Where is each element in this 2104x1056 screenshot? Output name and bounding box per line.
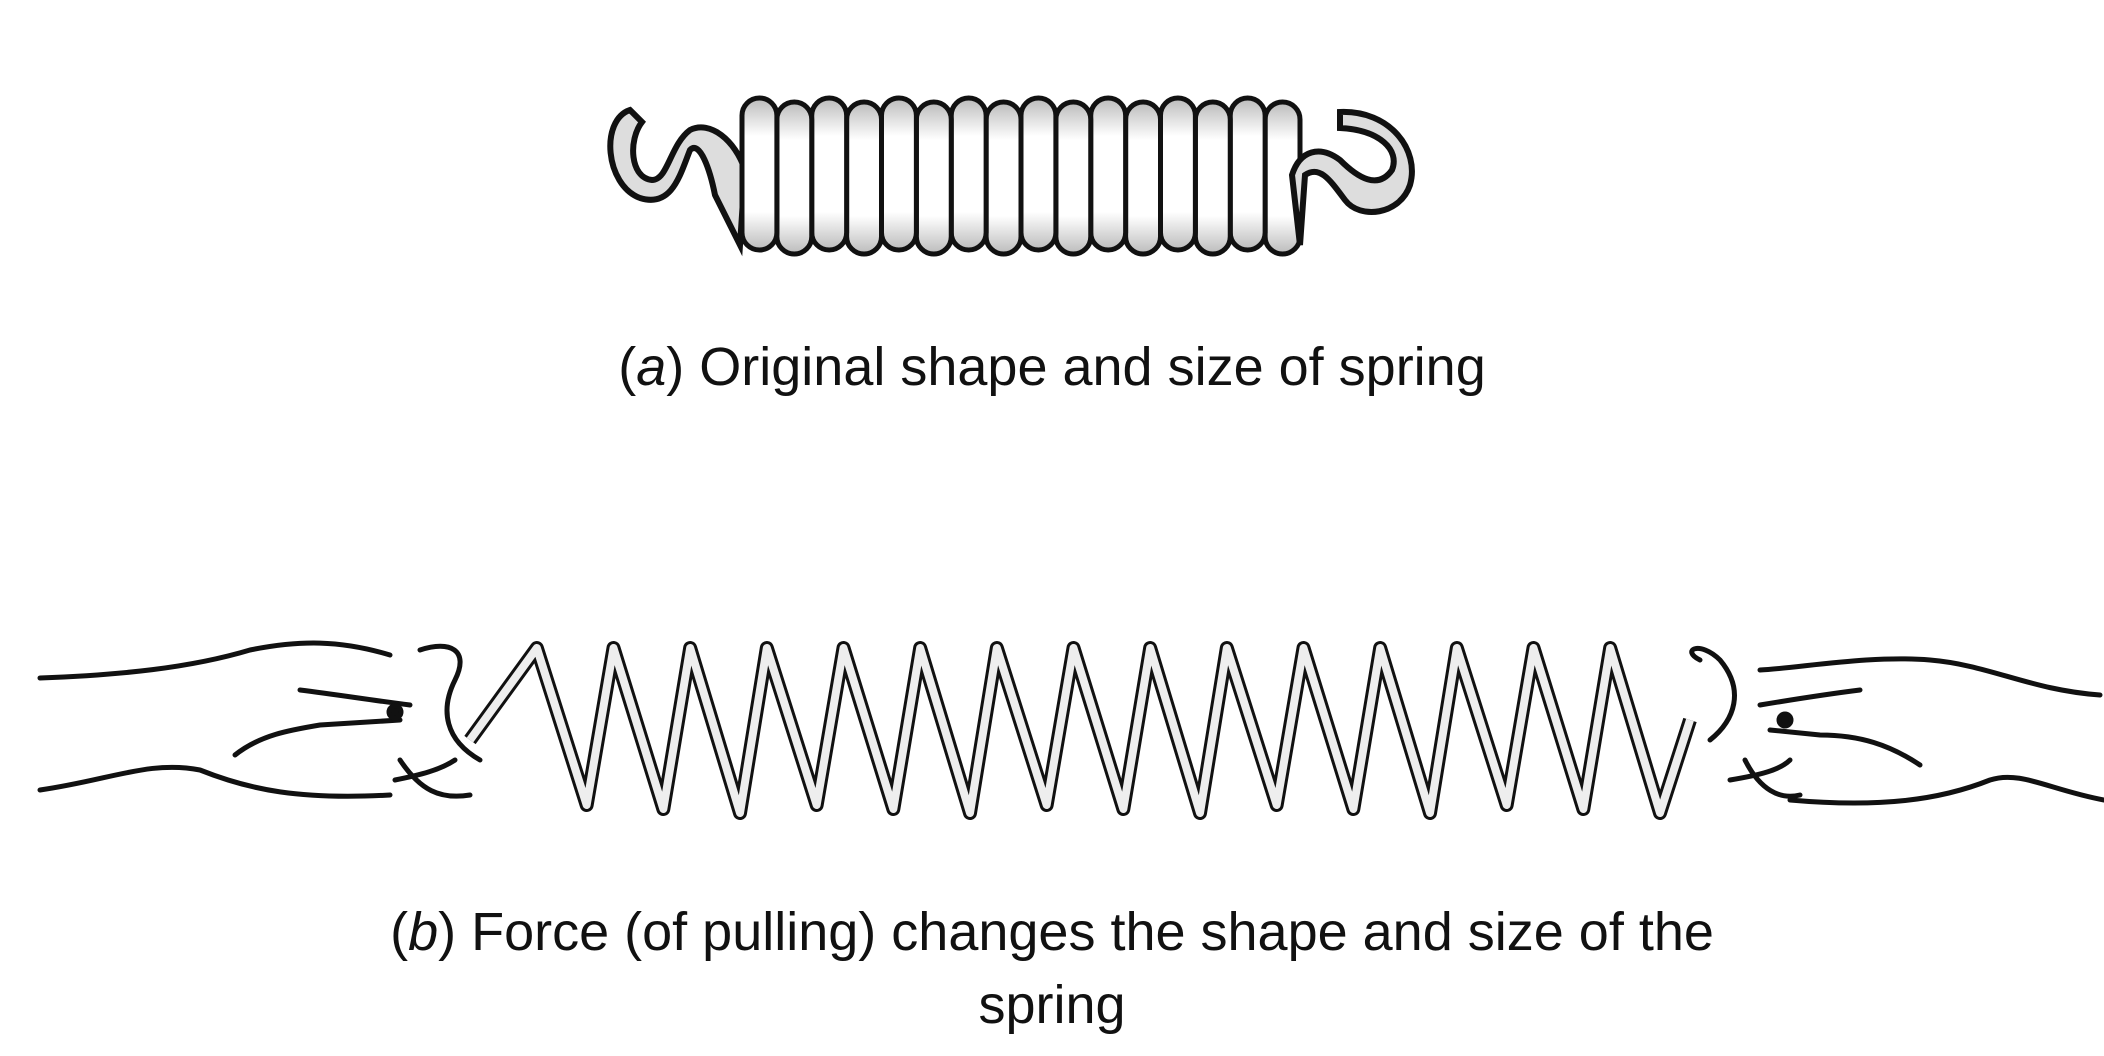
- caption-b-line2: spring: [978, 975, 1126, 1035]
- coil: [774, 99, 815, 257]
- relaxed-spring: [607, 95, 1415, 257]
- stretched-spring: [464, 641, 1697, 820]
- coil: [983, 99, 1024, 257]
- right-hook: [1288, 108, 1415, 246]
- coil: [1018, 95, 1059, 253]
- coil: [879, 95, 919, 253]
- coil: [948, 95, 989, 253]
- coil: [1123, 99, 1163, 257]
- coil: [844, 99, 884, 257]
- coil: [1088, 95, 1129, 253]
- coil: [1158, 95, 1198, 253]
- left-hand: [37, 640, 483, 799]
- caption-b-text: Force (of pulling) changes the shape and…: [471, 902, 1714, 962]
- right-hand: [1689, 645, 2104, 806]
- coil: [1053, 99, 1094, 257]
- coil-highlight: [466, 644, 1694, 817]
- caption-a: (a) Original shape and size of spring: [618, 337, 1486, 397]
- coil: [913, 99, 954, 257]
- coil: [739, 95, 780, 253]
- caption-b-line1: (b) Force (of pulling) changes the shape…: [390, 902, 1714, 962]
- left-hook: [607, 106, 749, 257]
- coil: [1227, 95, 1268, 253]
- coil: [1192, 99, 1233, 257]
- caption-a-label: a: [636, 337, 667, 397]
- caption-a-text: Original shape and size of spring: [699, 337, 1486, 397]
- caption-b-label: b: [408, 902, 439, 962]
- coil: [809, 95, 850, 253]
